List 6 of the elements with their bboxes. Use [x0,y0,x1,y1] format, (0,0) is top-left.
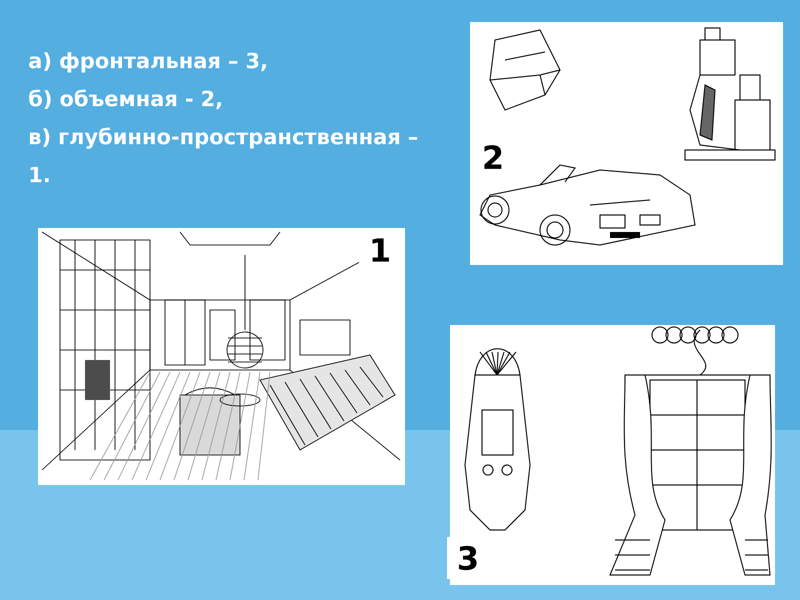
answer-line: в) глубинно-пространственная – 1. [30,128,418,182]
picture-number: 2 [472,136,514,178]
picture-number: 3 [447,537,489,579]
picture-number: 1 [359,229,401,271]
answer-line: а) фронтальная – 3, [29,52,266,73]
answer-line: б) объемная - 2, [29,90,222,110]
